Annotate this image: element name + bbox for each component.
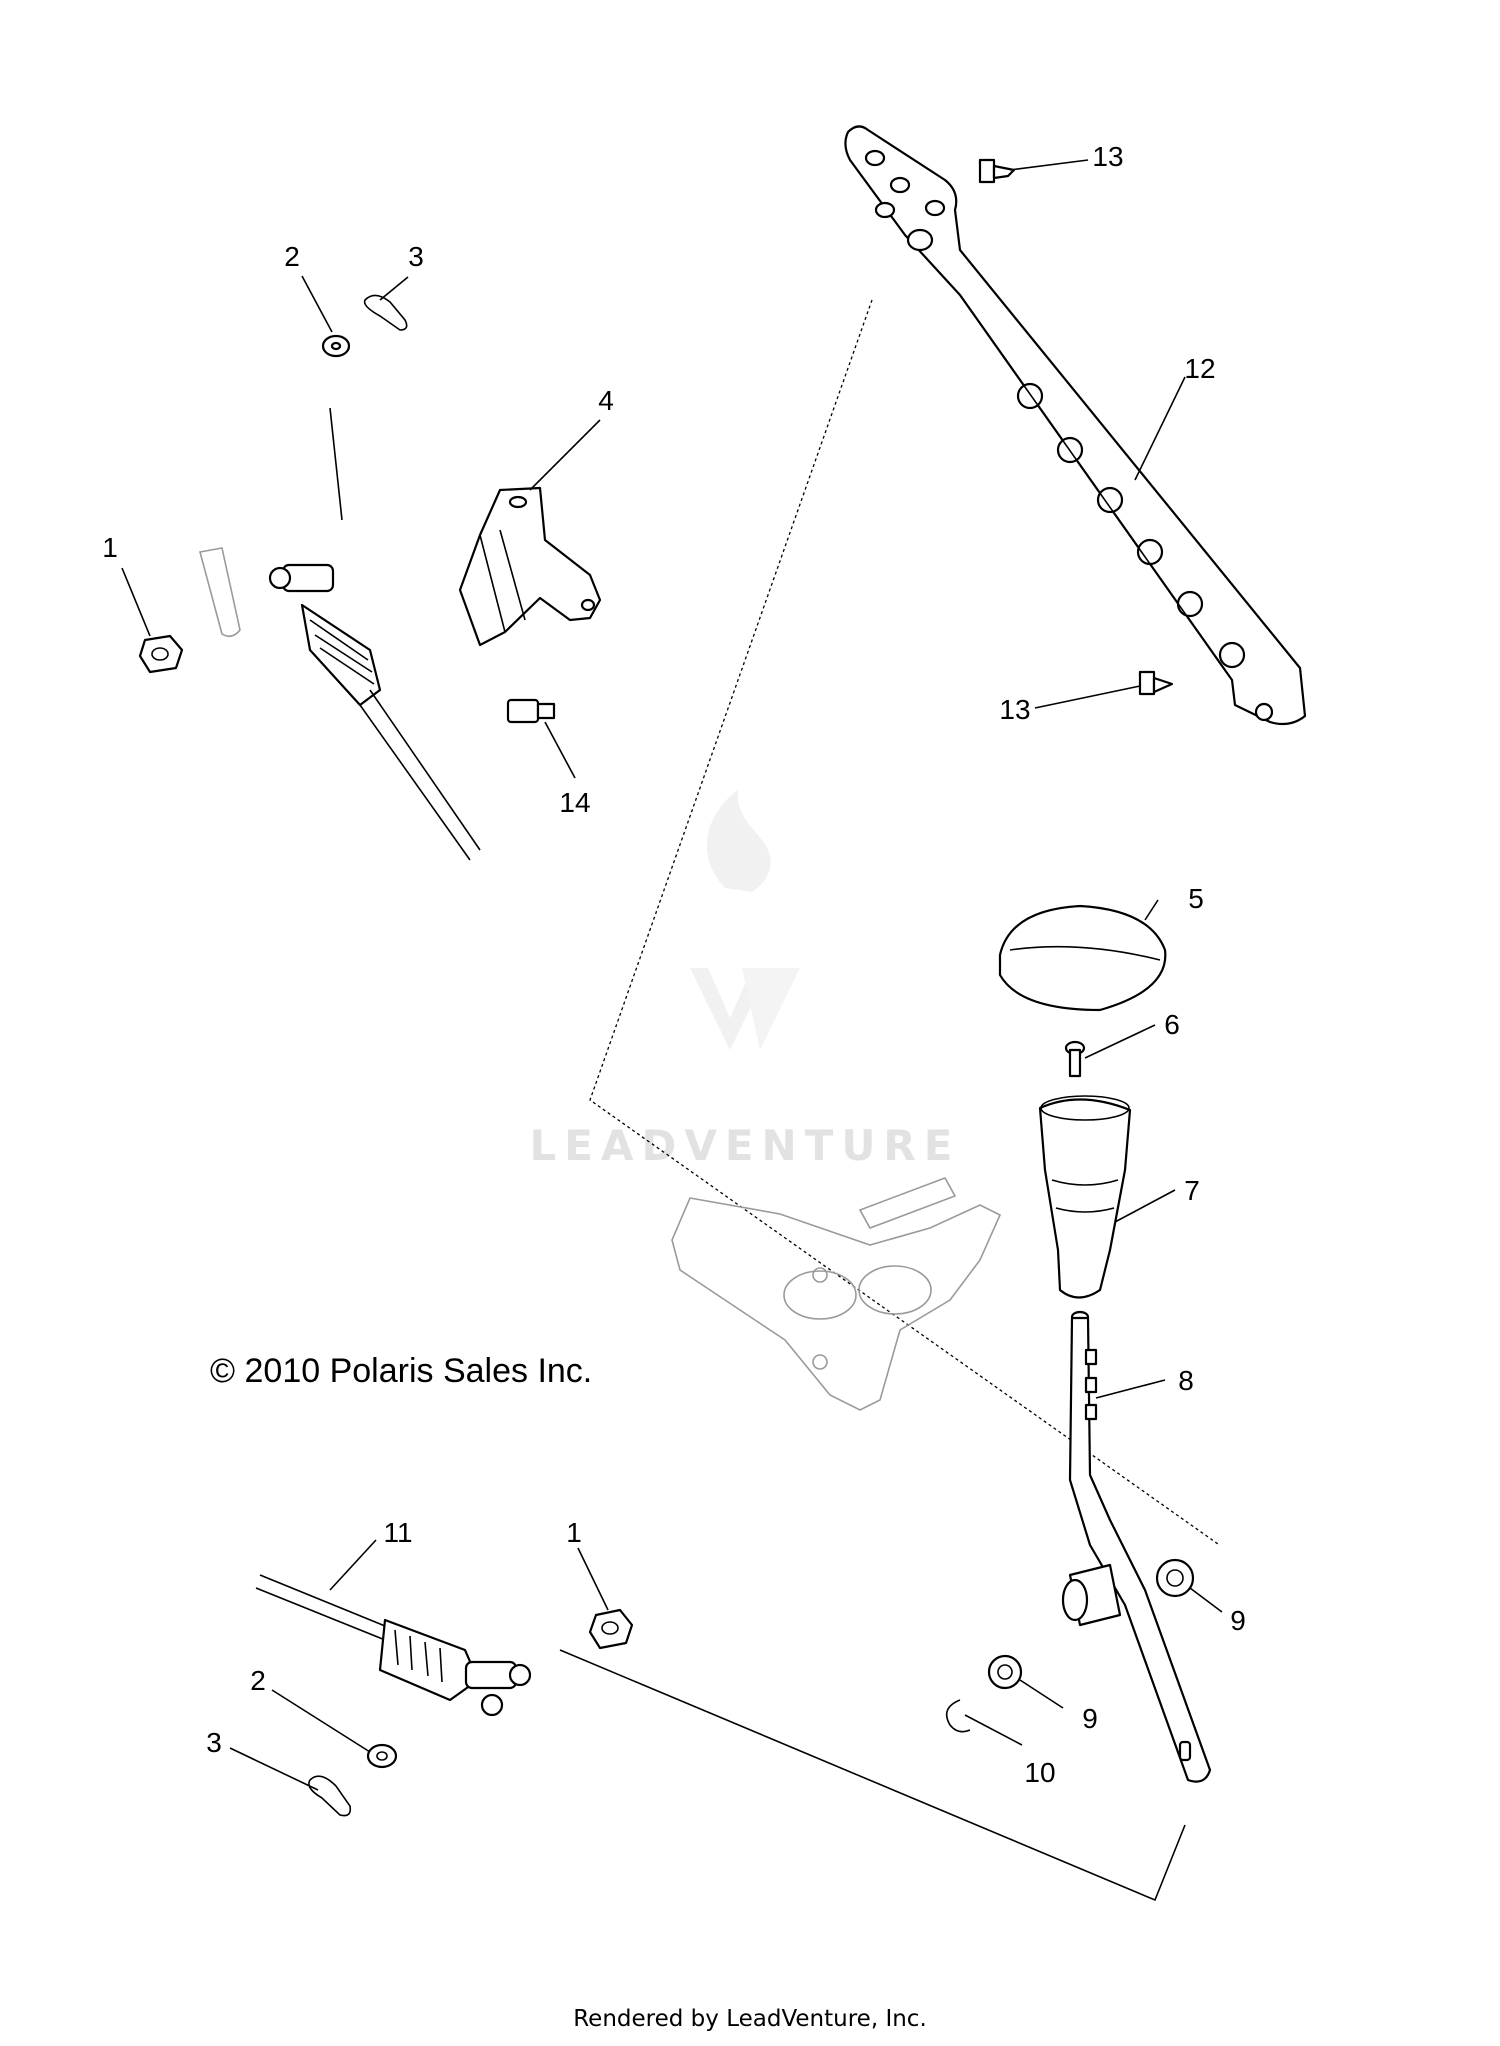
assembly-dashed-outline [589,299,1219,1545]
part-5-shift-knob [998,904,1167,1012]
part-2-washer-bottom [366,1743,398,1769]
ghost-mount-bracket [671,1177,1002,1411]
part-10-e-clip [945,1699,971,1733]
leadventure-watermark-logo [690,790,800,1050]
callout-label: 12 [1184,353,1215,384]
callout-label: 9 [1230,1605,1246,1636]
callout-label: 13 [999,694,1030,725]
footer-credit: Rendered by LeadVenture, Inc. [573,2006,927,2032]
callout-label: 8 [1178,1365,1194,1396]
callout-label: 7 [1184,1175,1200,1206]
leader-lines [121,159,1223,1791]
callout-label: 1 [566,1517,582,1548]
watermark-text: LEADVENTURE [530,1121,961,1170]
callout-label: 10 [1024,1757,1055,1788]
copyright-text: © 2010 Polaris Sales Inc. [210,1352,592,1390]
callout-label: 5 [1188,883,1204,914]
callout-label: 3 [408,241,424,272]
part-1-nut-bottom [588,1608,634,1650]
callout-label: 3 [206,1727,222,1758]
part-12-bracket [844,125,1307,726]
part-2-washer-top [321,334,351,358]
part-4-bracket [458,486,602,647]
callout-label: 14 [559,787,590,818]
part-8-shift-lever [1061,1310,1212,1783]
callout-label: 2 [284,241,300,272]
callout-label: 1 [102,532,118,563]
cable-routing-line [559,1649,1186,1902]
part-13-screw-top [978,158,1016,184]
part-9-bushing-right [1155,1558,1195,1598]
part-3-cotter-pin-top [363,294,408,331]
part-6-screw [1064,1040,1086,1078]
callout-label: 4 [598,385,614,416]
part-13-screw-bottom [1138,670,1174,696]
part-14-bolt [506,698,556,724]
callout-label: 6 [1164,1009,1180,1040]
part-11-cable-bottom [255,1574,532,1717]
callout-label: 11 [383,1517,412,1548]
callout-label: 13 [1092,141,1123,172]
ghost-rod-top [199,547,241,638]
part-3-cotter-pin-bottom [308,1775,352,1817]
callout-label: 2 [250,1665,266,1696]
part-7-shift-boot [1038,1095,1132,1299]
part-1-nut-top [138,634,184,674]
part-9-bushing-left [987,1654,1023,1690]
callout-label: 9 [1082,1703,1098,1734]
cable-end-top [268,407,481,861]
